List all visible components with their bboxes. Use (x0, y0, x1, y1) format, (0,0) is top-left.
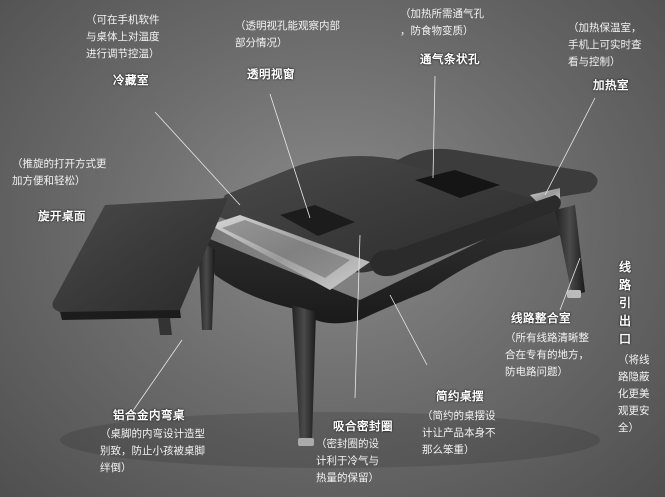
cold-room-desc: （可在手机软件 与桌体上对温度 进行调节控温） (86, 14, 160, 60)
simple-style-desc: （简约的桌摆设 计让产品本身不 那么笨重） (422, 410, 496, 456)
rotate-top-desc: （推旋的打开方式更 加方便和轻松） (12, 158, 107, 187)
cable-exit-desc: （将线 路隐蔽 化更美 观更安 全） (618, 354, 650, 434)
seal-title: 吸合密封圈 (333, 419, 393, 433)
leader-lines (129, 75, 596, 416)
rotate-top-title: 旋开桌面 (38, 209, 86, 223)
table-apron (200, 205, 560, 324)
legs-desc: （桌脚的内弯设计造型 别致，防止小孩被桌脚 绊倒） (100, 428, 205, 474)
vent-title: 通气条状孔 (420, 52, 480, 66)
vent-desc: （加热所需通气孔 ，防食物变质） (400, 8, 484, 37)
leg-left (198, 240, 215, 330)
simple-style-title: 简约桌摆 (436, 389, 484, 403)
cable-room-desc: （所有线路清晰整 合在专有的地方， 防电路问题） (505, 332, 589, 378)
window-desc: （透明视孔能观察内部 部分情况） (235, 20, 340, 49)
heat-lid (395, 148, 598, 200)
leg-front (292, 305, 316, 442)
legs-title: 铝合金内弯桌 (113, 408, 185, 422)
rotated-top (52, 198, 228, 315)
window-hole (280, 205, 355, 236)
heat-room-desc: （加热保温室， 手机上可实时查 看与控制） (568, 22, 642, 68)
vent-slot (415, 170, 500, 198)
heat-room-title: 加热室 (593, 78, 629, 92)
window-title: 透明视窗 (247, 67, 295, 81)
cold-room-title: 冷藏室 (113, 73, 149, 87)
seal-desc: （密封圈的设 计利于冷气与 热量的保留） (316, 438, 379, 484)
leg-right-back (555, 205, 585, 296)
cable-room-title: 线路整合室 (511, 311, 571, 325)
cable-exit-title: 线路引出口 (619, 260, 632, 346)
